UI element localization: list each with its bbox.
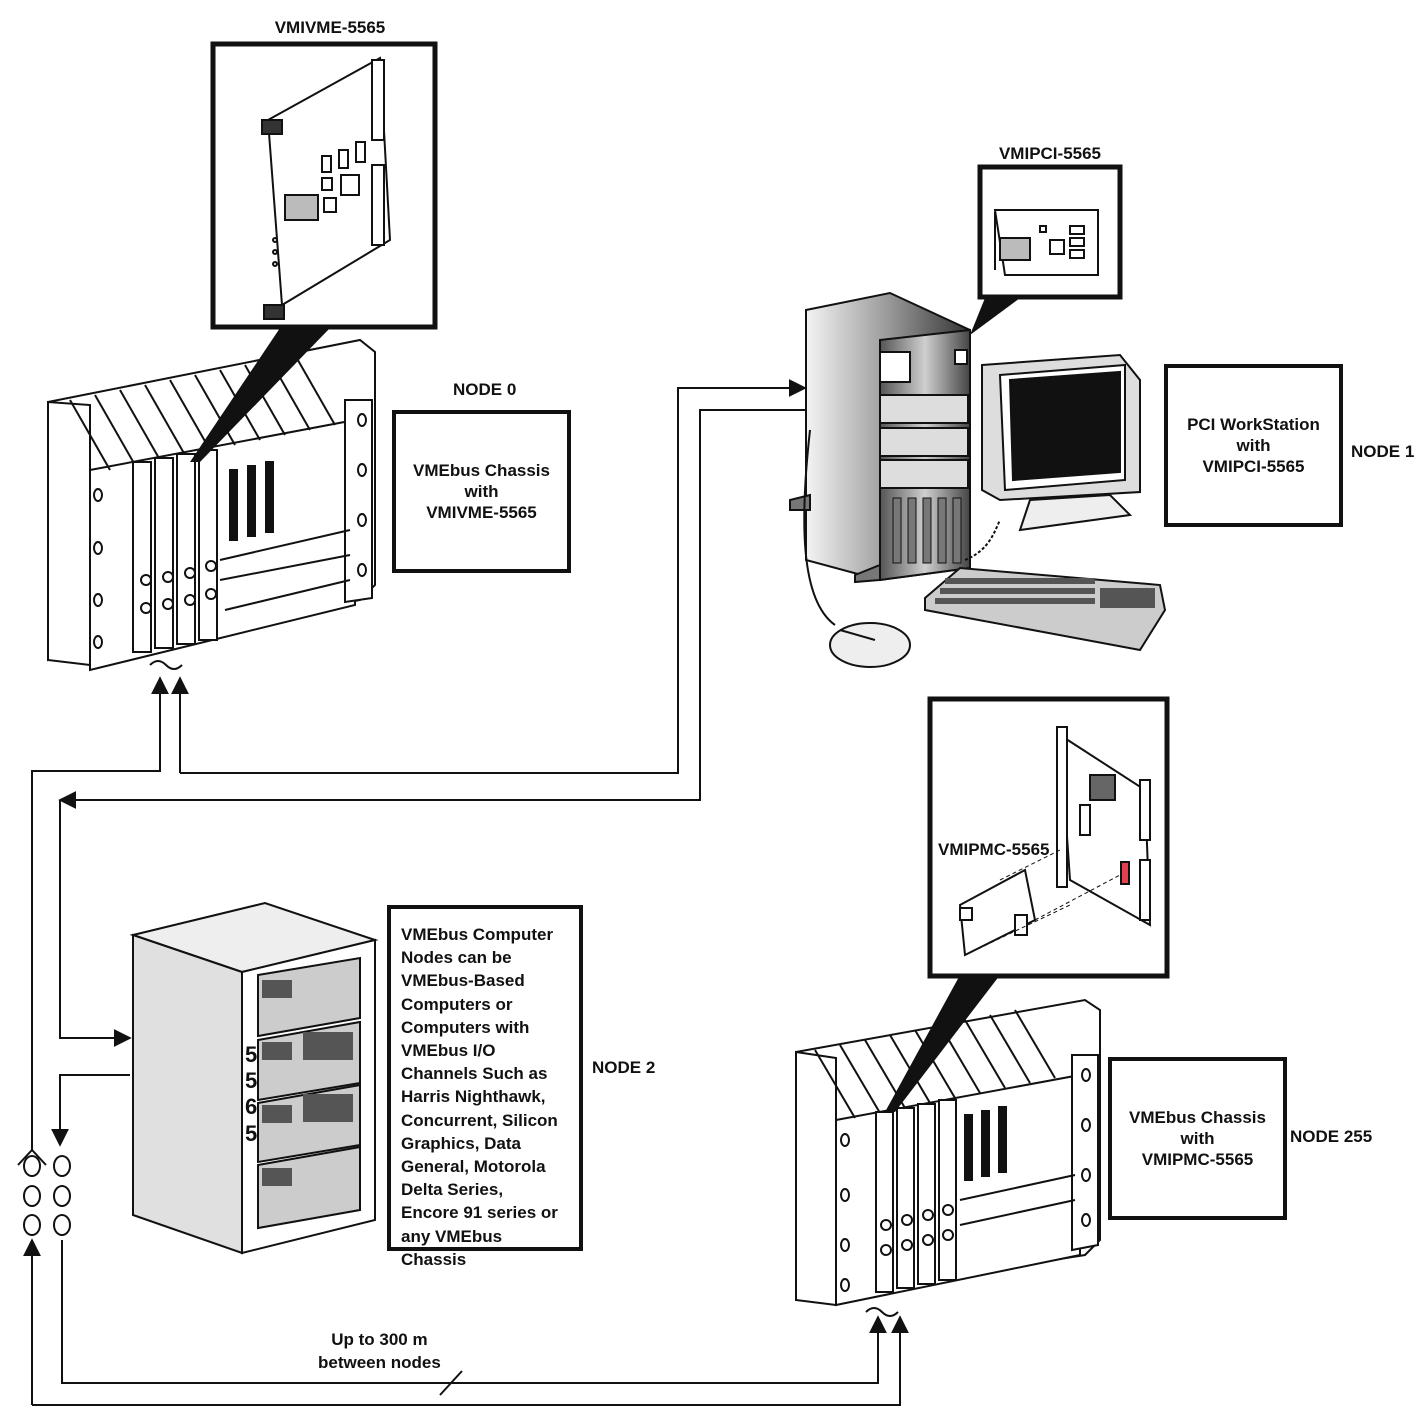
node0-description-box: VMEbus Chassis with VMIVME-5565 — [392, 410, 571, 573]
front-digit: 6 — [245, 1094, 257, 1119]
node1-pc-illustration — [789, 291, 1167, 668]
node0-chassis-illustration — [47, 338, 376, 672]
front-digit: 5 — [245, 1068, 257, 1093]
node0-card-label: VMIVME-5565 — [275, 18, 386, 37]
node0-description: VMEbus Chassis with VMIVME-5565 — [413, 461, 550, 522]
front-digit: 5 — [245, 1121, 257, 1146]
node0-label: NODE 0 — [453, 380, 517, 399]
node2-description-box: VMEbus Computer Nodes can be VMEbus-Base… — [387, 905, 583, 1269]
fiber-connectors — [23, 1155, 71, 1236]
node2-description: VMEbus Computer Nodes can be VMEbus-Base… — [401, 925, 558, 1269]
node255-label: NODE 255 — [1290, 1127, 1373, 1146]
fiber-links — [17, 379, 909, 1406]
node1-description-box: PCI WorkStation with VMIPCI-5565 — [1164, 364, 1343, 527]
node1-card-label: VMIPCI-5565 — [999, 144, 1101, 163]
node2-label: NODE 2 — [592, 1058, 656, 1077]
node2-cabinet-illustration — [129, 901, 379, 1255]
link-distance-note: Up to 300 m between nodes — [318, 1330, 441, 1372]
node255-description: VMEbus Chassis with VMIPMC-5565 — [1129, 1108, 1266, 1169]
node1-card-callout — [970, 164, 1123, 335]
node1-description: PCI WorkStation with VMIPCI-5565 — [1187, 415, 1320, 476]
front-digit: 5 — [245, 1042, 257, 1067]
node0-card-callout — [190, 41, 438, 462]
node255-description-box: VMEbus Chassis with VMIPMC-5565 — [1108, 1057, 1287, 1220]
node255-card-label: VMIPMC-5565 — [938, 840, 1050, 859]
node255-card-callout — [885, 696, 1170, 1112]
node255-chassis-illustration — [795, 998, 1101, 1307]
node2-front-digits: 5 5 6 5 — [245, 1042, 257, 1146]
node1-label: NODE 1 — [1351, 442, 1415, 461]
